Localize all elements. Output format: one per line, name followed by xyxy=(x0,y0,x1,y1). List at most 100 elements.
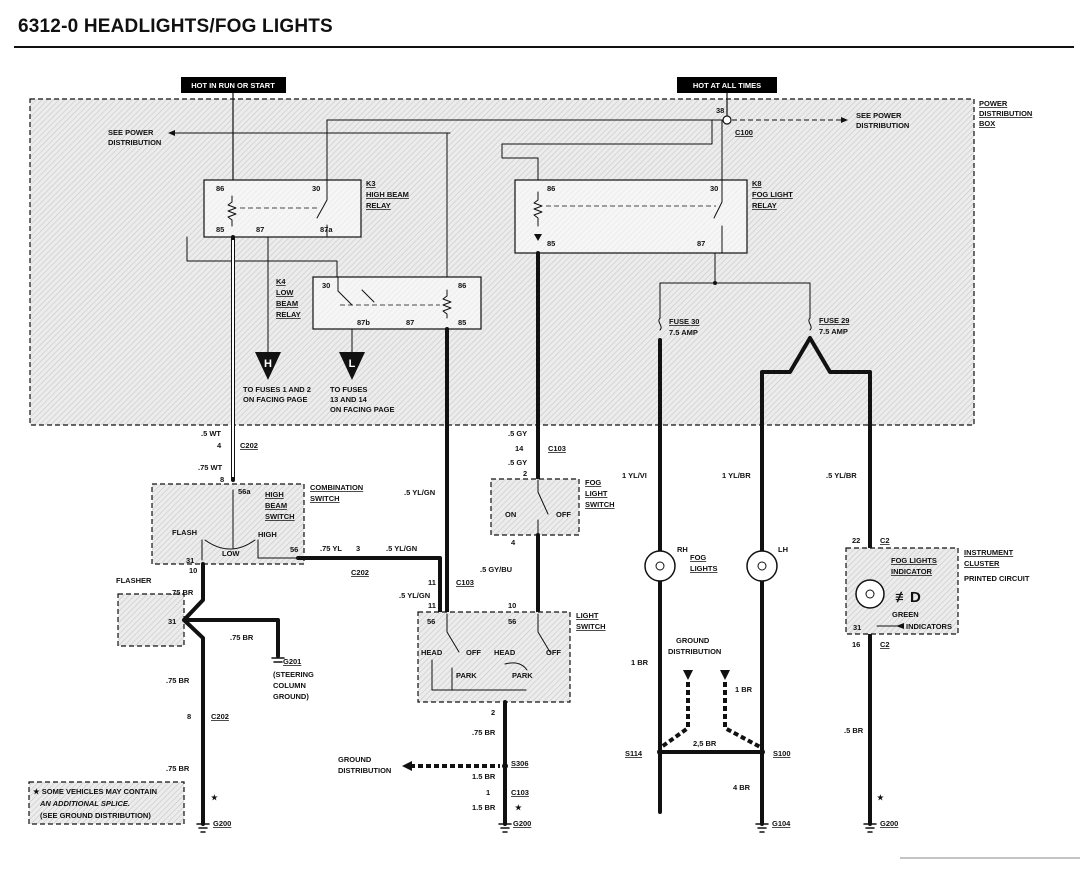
note-line-2: AN ADDITIONAL SPLICE. xyxy=(39,799,130,808)
combo-pin-56: 56 xyxy=(290,545,298,554)
k4-coil xyxy=(442,289,452,319)
g201-text-2: COLUMN xyxy=(273,681,306,690)
see-power-left-2: DISTRIBUTION xyxy=(108,138,161,147)
k4-pin-86: 86 xyxy=(458,281,466,290)
g200-ground-mid xyxy=(498,810,512,833)
c103-pin-11: 11 xyxy=(428,578,436,587)
fog-ground-dist-wires xyxy=(658,682,763,750)
k3-label-2: RELAY xyxy=(366,201,391,210)
k3-label-1: HIGH BEAM xyxy=(366,190,409,199)
c202-label-c: C202 xyxy=(211,712,229,721)
wire-25br-label: 2,5 BR xyxy=(693,739,717,748)
wire-75br-4: .75 BR xyxy=(166,764,190,773)
g201-text-3: GROUND) xyxy=(273,692,309,701)
g104-label: G104 xyxy=(772,819,791,828)
wire-1ylbr-label: 1 YL/BR xyxy=(722,471,751,480)
l-fuse-letter: L xyxy=(349,358,356,370)
c100-label: C100 xyxy=(735,128,753,137)
h-fuse-text-1: TO FUSES 1 AND 2 xyxy=(243,385,311,394)
wire-5ylgn-label: .5 YL/GN xyxy=(404,488,435,497)
note-line-1: ★ SOME VEHICLES MAY CONTAIN xyxy=(33,787,157,796)
combo-label-2: SWITCH xyxy=(310,494,340,503)
title-rule xyxy=(14,46,1074,48)
see-power-right-1: SEE POWER xyxy=(856,111,902,120)
fogsw-contact xyxy=(537,479,549,536)
k4-pin-87: 87 xyxy=(406,318,414,327)
cluster-c2b: C2 xyxy=(880,640,890,649)
fogsw-on: ON xyxy=(505,510,516,519)
fog-light-rh xyxy=(644,550,676,582)
h-fuse-letter: H xyxy=(264,358,272,370)
hot-all-header: HOT AT ALL TIMES xyxy=(693,81,761,90)
hot-run-header-box xyxy=(181,77,286,93)
g200-ground-left xyxy=(196,810,210,833)
g200-ground-right xyxy=(863,810,877,833)
lightsw-park-2: PARK xyxy=(512,671,533,680)
fogsw-label-2: LIGHT xyxy=(585,489,608,498)
fogsw-label-1: FOG xyxy=(585,478,601,487)
see-power-left-1: SEE POWER xyxy=(108,128,154,137)
lightsw-park: PARK xyxy=(456,671,477,680)
k4-pin-85: 85 xyxy=(458,318,466,327)
fog-light-lh xyxy=(746,550,778,582)
g201-text-1: (STEERING xyxy=(273,670,314,679)
wire-75wt-label: .75 WT xyxy=(198,463,223,472)
fog-rh: RH xyxy=(677,545,688,554)
k8-id: K8 xyxy=(752,179,762,188)
fog-light-switch xyxy=(490,478,580,536)
s306-splice xyxy=(502,763,508,769)
lightsw-off-2: OFF xyxy=(546,648,561,657)
wire-15br-2: 1.5 BR xyxy=(472,803,496,812)
c202-pin-8b: 8 xyxy=(187,712,191,721)
cluster-label-1: INSTRUMENT xyxy=(964,548,1014,557)
wire-5gybu-label: .5 GY/BU xyxy=(480,565,512,574)
wire-75br-flasher: .75 BR xyxy=(170,588,194,597)
flasher xyxy=(117,593,185,647)
pdb-label-1: POWER xyxy=(979,99,1008,108)
combo-pin-31: 31 xyxy=(186,556,194,565)
cluster-c2: C2 xyxy=(880,536,890,545)
c103-label-b: C103 xyxy=(548,444,566,453)
c103-pin-14: 14 xyxy=(515,444,524,453)
c202-label-b: C202 xyxy=(351,568,369,577)
g200-left-label: G200 xyxy=(213,819,231,828)
c103-pin-11b: 11 xyxy=(428,601,436,610)
ground-dist-1: GROUND xyxy=(338,755,372,764)
lightsw-off: OFF xyxy=(466,648,481,657)
star-flasher: ★ xyxy=(211,793,219,802)
wire-4br-label: 4 BR xyxy=(733,783,751,792)
g200-mid-label: G200 xyxy=(513,819,531,828)
fog-ground-dist-2: DISTRIBUTION xyxy=(668,647,721,656)
fog-symbol-icon: ≢D xyxy=(895,589,921,606)
k8-diode xyxy=(534,234,542,241)
fogsw-pin-4: 4 xyxy=(511,538,516,547)
lightsw-pin-2: 2 xyxy=(491,708,495,717)
lightsw-label-1: LIGHT xyxy=(576,611,599,620)
splice-note-box xyxy=(28,781,185,825)
fuse-30-label: FUSE 30 xyxy=(669,317,699,326)
k4-pin-87b: 87b xyxy=(357,318,370,327)
g200-right-label: G200 xyxy=(880,819,898,828)
h-fuse-text-2: ON FACING PAGE xyxy=(243,395,307,404)
fuse-29-amp: 7.5 AMP xyxy=(819,327,848,336)
cluster-label-2: CLUSTER xyxy=(964,559,1000,568)
lightsw-head-2: HEAD xyxy=(494,648,516,657)
cluster-pin-16: 16 xyxy=(852,640,860,649)
wire-75yl xyxy=(296,556,442,614)
cluster-indicators: INDICATORS xyxy=(906,622,952,631)
k4-pin-30: 30 xyxy=(322,281,330,290)
c202-label: C202 xyxy=(240,441,258,450)
k8-pin-85: 85 xyxy=(547,239,555,248)
s114-splice xyxy=(657,749,663,755)
k3-contact xyxy=(316,179,328,238)
s114-label: S114 xyxy=(625,749,643,758)
s306-label: S306 xyxy=(511,759,529,768)
c103-label-c: C103 xyxy=(511,788,529,797)
hb-switch-1: HIGH xyxy=(265,490,284,499)
flasher-label: FLASHER xyxy=(116,576,152,585)
see-power-right-2: DISTRIBUTION xyxy=(856,121,909,130)
wire-flasher xyxy=(182,562,280,814)
hot-run-header: HOT IN RUN OR START xyxy=(191,81,275,90)
k8-contact xyxy=(713,179,723,254)
k8-pin-87: 87 xyxy=(697,239,705,248)
